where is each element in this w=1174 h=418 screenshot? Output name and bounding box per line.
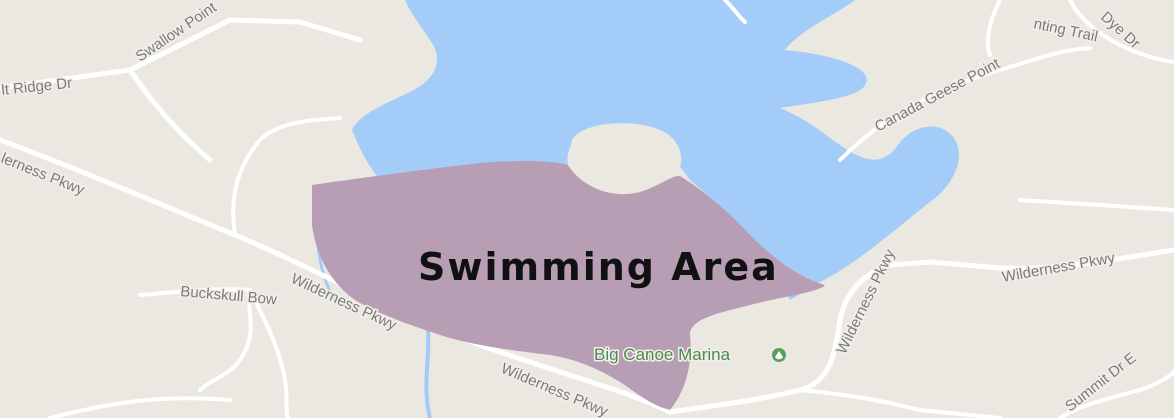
lake-water: [352, 0, 959, 300]
marina-poi[interactable]: Big Canoe Marina: [593, 344, 786, 366]
swimming-area-label: Swimming Area: [418, 245, 779, 289]
swimming-area-polygon[interactable]: [312, 160, 825, 410]
island: [570, 123, 682, 201]
marina-pin-icon: [772, 348, 786, 362]
creek: [424, 329, 432, 418]
marina-label: Big Canoe Marina: [594, 345, 731, 364]
